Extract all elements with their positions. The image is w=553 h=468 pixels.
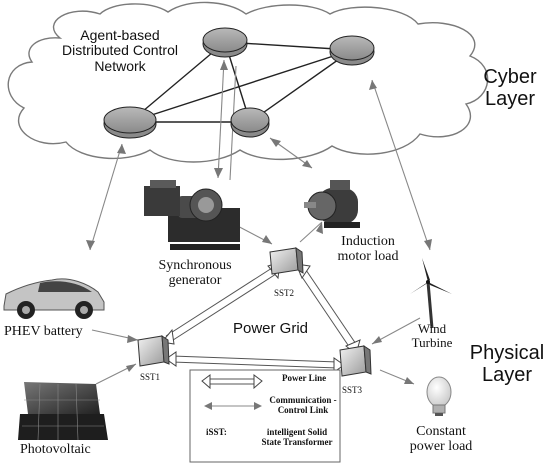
legend-power-line-label: Power Line — [282, 373, 327, 383]
phev-car-icon — [3, 278, 105, 319]
legend-isst-key: iSST: — [206, 427, 227, 437]
sst1-label: SST1 — [140, 372, 161, 382]
constant-load-label: Constant power load — [409, 424, 473, 455]
physical-layer-label: Physical Layer — [469, 342, 545, 386]
cloud-label: Agent-based Distributed Control Network — [62, 27, 178, 74]
sst3-label: SST3 — [342, 385, 363, 395]
wind-turbine-label: Wind Turbine — [411, 321, 453, 351]
sst1-box — [137, 335, 170, 367]
legend-isst-description: intelligent Solid State Transformer — [261, 427, 333, 447]
phev-battery-label: PHEV battery — [4, 324, 83, 339]
wind-turbine-icon — [410, 258, 452, 329]
power-grid-label: Power Grid — [233, 320, 309, 337]
cyber-layer-label: Cyber Layer — [483, 66, 537, 110]
network-node-2 — [202, 27, 248, 58]
photovoltaic-label: Photovoltaic — [20, 442, 91, 457]
synchronous-generator-label: Synchronous generator — [158, 258, 232, 289]
network-node-3 — [329, 35, 375, 66]
induction-motor-icon — [304, 180, 360, 228]
network-node-4 — [230, 107, 270, 138]
power-lines — [165, 267, 357, 369]
arrowheads — [86, 60, 432, 384]
synchronous-generator-icon — [144, 180, 240, 250]
induction-motor-label: Induction motor load — [337, 234, 399, 265]
legend-comm-link-label: Communication - Control Link — [269, 395, 337, 415]
light-bulb-icon — [426, 376, 452, 416]
photovoltaic-panel-icon — [18, 382, 108, 441]
legend-box — [189, 369, 341, 463]
sst3-box — [339, 345, 372, 377]
sst2-box — [269, 247, 304, 275]
network-node-1 — [103, 106, 157, 139]
sst2-label: SST2 — [274, 288, 295, 298]
